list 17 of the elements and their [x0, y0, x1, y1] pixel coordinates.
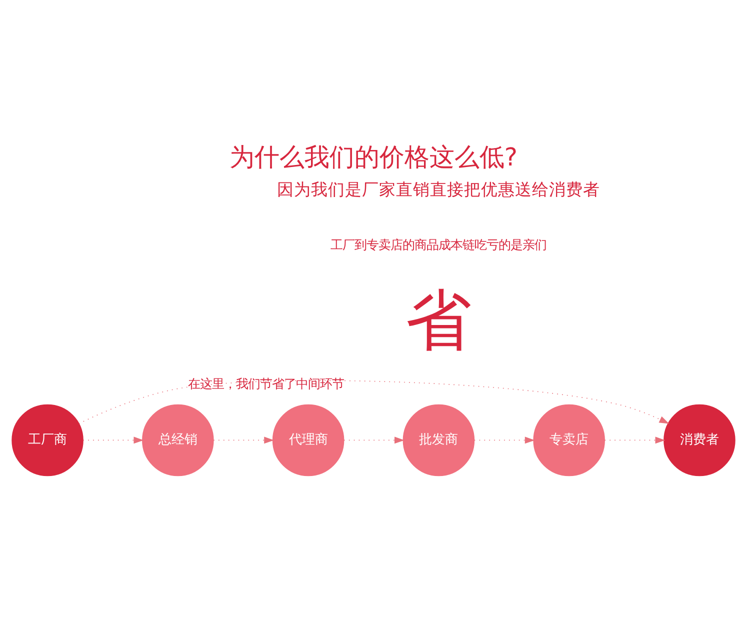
- node-circle: 代理商: [272, 404, 344, 476]
- arrow: [78, 380, 670, 424]
- node-circle: 批发商: [402, 404, 475, 476]
- node-circle: 消费者: [664, 404, 736, 476]
- label: 工厂到专卖店的商品成本链吃亏的是亲们: [330, 238, 547, 252]
- node-circle: 总经销: [142, 404, 214, 476]
- diagram-title: 为什么我们的价格这么低?: [229, 142, 518, 171]
- arrow: [474, 436, 535, 444]
- label: 省: [406, 281, 472, 358]
- arrow: [344, 436, 404, 444]
- arrow: [82, 436, 144, 444]
- arrow: [604, 436, 666, 444]
- edge-label: 在这里，我们节省了中间环节: [188, 376, 344, 391]
- arrow: [213, 436, 274, 444]
- node-circle: 专卖店: [533, 404, 605, 476]
- node-circle: 工厂商: [12, 404, 84, 476]
- label: 因为我们是厂家直销直接把优惠送给消费者: [277, 180, 600, 199]
